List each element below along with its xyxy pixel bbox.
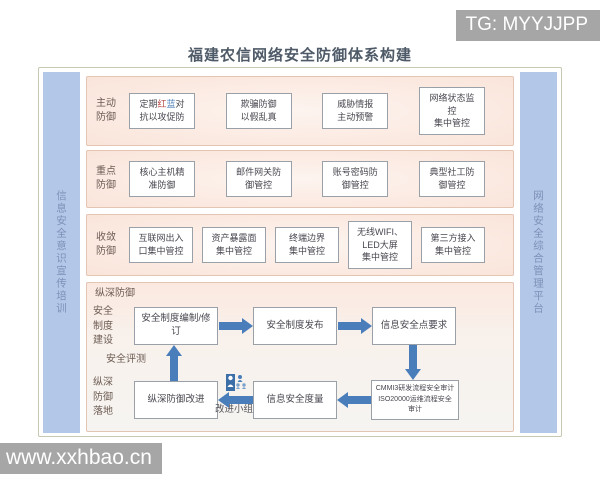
right-banner-management-platform: 网络安全综合管理平台	[520, 72, 557, 433]
watermark-telegram: TG: MYYJJPP	[455, 10, 600, 41]
box-core-host-defense: 核心主机精 准防御	[129, 161, 195, 197]
box-line: 集中管控	[434, 246, 471, 256]
box-line: 欺骗防御	[240, 99, 277, 110]
box-terminal-boundary: 终端边界 集中管控	[275, 227, 339, 263]
box-line: 威胁情报	[337, 99, 374, 110]
box-network-status-monitoring: 网络状态监 控 集中管控	[418, 87, 485, 135]
box-line: 典型社工防	[429, 167, 475, 178]
improvement-team-label: 改进小组	[215, 404, 254, 415]
box-threat-intel: 威胁情报 主动预警	[322, 93, 389, 129]
box-line: 以假乱真	[240, 112, 277, 122]
box-deception-defense: 欺骗防御 以假乱真	[225, 93, 292, 129]
box-line: 邮件网关防	[236, 167, 282, 178]
box-line: 账号密码防	[332, 167, 378, 178]
watermark-website: www.xxhbao.cn	[0, 443, 162, 474]
box-line: 安全制度发布	[266, 319, 324, 331]
box-line: 抗以攻促防	[139, 112, 185, 122]
stage-label-build: 安全制度建设	[93, 306, 113, 346]
arrow-requirements-to-audit	[409, 345, 417, 369]
box-line: 集中管控	[433, 118, 470, 129]
arrow-draft-to-publish	[219, 322, 242, 330]
box-line: 控	[447, 105, 457, 116]
box-line: 核心主机精	[139, 167, 185, 178]
diagram-title: 福建农信网络安全防御体系构建	[187, 47, 412, 64]
row-key-defense: 重点防御 核心主机精 准防御 邮件网关防 御管控 账号密码防 御管控 典型社工防…	[86, 150, 514, 208]
box-line: 网络状态监	[429, 93, 475, 104]
box-internet-gateway: 互联网出入 口集中管控	[129, 227, 193, 263]
flow-box-policy-publish: 安全制度发布	[253, 307, 337, 345]
box-mail-gateway: 邮件网关防 御管控	[225, 161, 292, 197]
row-active-defense: 主动防御 定期红蓝对 抗以攻促防 欺骗防御 以假乱真 威胁情报 主动预警 网络状…	[86, 76, 514, 146]
row-boxes: 定期红蓝对 抗以攻促防 欺骗防御 以假乱真 威胁情报 主动预警 网络状态监 控 …	[129, 87, 485, 135]
arrow-audit-to-measurement	[348, 396, 371, 404]
box-line: 安全制度编制/修订	[141, 313, 211, 337]
row-label: 重点防御	[96, 165, 116, 192]
row-defense-in-depth: 纵深防御 安全制度建设 安全评测 纵深防御落地 安全制度编制/修订 安全制度发布…	[86, 282, 514, 432]
improvement-team-icon	[226, 374, 246, 391]
blue-team-char: 蓝	[166, 99, 176, 110]
row-label: 主动防御	[96, 97, 116, 124]
left-banner-security-awareness: 信息安全意识宣传培训	[43, 72, 80, 433]
row-label: 收敛防御	[96, 231, 116, 258]
box-line: 御管控	[341, 180, 369, 190]
box-line: 信息安全点要求	[380, 319, 448, 331]
flow-box-security-requirements: 信息安全点要求	[372, 307, 456, 345]
box-line: 口集中管控	[138, 246, 184, 256]
box-line: 准防御	[148, 180, 176, 190]
box-red-blue-drill: 定期红蓝对 抗以攻促防	[129, 93, 195, 129]
box-asset-exposure: 资产暴露面 集中管控	[202, 227, 266, 263]
box-line: LED大屏	[362, 239, 398, 250]
box-line: 御管控	[245, 180, 273, 190]
box-line: 纵深防御改进	[147, 393, 205, 405]
box-line: 定期红蓝对	[139, 99, 185, 110]
flow-box-policy-draft: 安全制度编制/修订	[134, 307, 218, 345]
arrow-measurement-to-improvement	[229, 396, 253, 404]
row-boxes: 互联网出入 口集中管控 资产暴露面 集中管控 终端边界 集中管控 无线WIFI、…	[129, 221, 485, 269]
box-social-engineering: 典型社工防 御管控	[418, 161, 485, 197]
stage-label-evaluate: 安全评测	[106, 354, 146, 365]
stage-label-implement: 纵深防御落地	[93, 377, 113, 417]
box-line: 集中管控	[215, 246, 252, 256]
box-line: 无线WIFI、	[357, 227, 403, 238]
arrow-publish-to-requirements	[338, 322, 361, 330]
box-line: 信息安全度量	[266, 393, 324, 405]
flow-box-process-audit: CMMI3研发流程安全审计 ISO20000运维流程安全审计	[371, 380, 459, 420]
arrow-improvement-to-draft	[170, 356, 178, 381]
box-line: ISO20000运维流程安全审计	[378, 395, 452, 414]
box-third-party-access: 第三方接入 集中管控	[421, 227, 485, 263]
row-boxes: 核心主机精 准防御 邮件网关防 御管控 账号密码防 御管控 典型社工防 御管控	[129, 161, 485, 197]
box-line: 第三方接入	[430, 233, 476, 244]
section-label: 纵深防御	[95, 288, 135, 299]
box-line: 御管控	[438, 180, 466, 190]
flow-box-defense-improvement: 纵深防御改进	[134, 381, 218, 419]
box-line: CMMI3研发流程安全审计	[375, 385, 455, 393]
box-line: 主动预警	[337, 112, 374, 122]
red-team-char: 红	[157, 99, 167, 110]
box-line: 资产暴露面	[211, 233, 257, 244]
row-convergence-defense: 收敛防御 互联网出入 口集中管控 资产暴露面 集中管控 终端边界 集中管控 无线…	[86, 214, 514, 276]
box-line: 集中管控	[361, 252, 398, 263]
box-wifi-led: 无线WIFI、 LED大屏 集中管控	[348, 221, 412, 269]
box-line: 互联网出入	[138, 233, 184, 244]
box-line: 终端边界	[288, 233, 325, 244]
flow-box-security-measurement: 信息安全度量	[253, 381, 337, 419]
box-account-password: 账号密码防 御管控	[322, 161, 389, 197]
box-line: 集中管控	[288, 246, 325, 256]
